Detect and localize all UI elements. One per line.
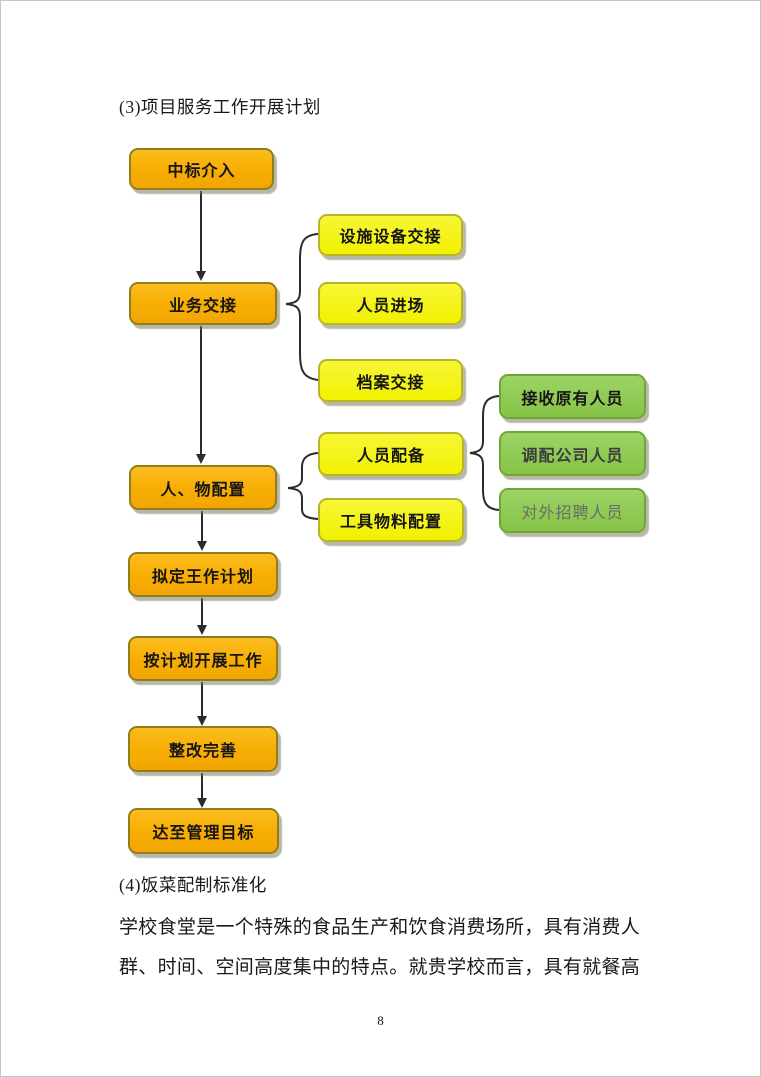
flow-node-jieshou-yuanyou-renyuan: 接收原有人员 xyxy=(499,374,646,419)
paragraph-line-2: 群、时间、空间高度集中的特点。就贵学校而言，具有就餐高 xyxy=(119,957,641,978)
flow-node-sheshi-shebei-jiaojie: 设施设备交接 xyxy=(318,214,463,256)
flow-node-dangan-jiaojie: 档案交接 xyxy=(318,359,463,402)
brace-yewu xyxy=(285,233,319,381)
section4-heading: (4)饭菜配制标准化 xyxy=(119,875,267,895)
flow-node-renyuan-jinchang: 人员进场 xyxy=(318,282,463,325)
flow-node-ren-wu-peizhi: 人、物配置 xyxy=(129,465,277,510)
flow-node-duiwai-zhaopin-renyuan: 对外招聘人员 xyxy=(499,488,646,533)
flow-node-niding-jihua: 拟定王作计划 xyxy=(128,552,278,597)
flow-node-dazhi-mubiao: 达至管理目标 xyxy=(128,808,279,854)
flow-node-zhongbiao-jieru: 中标介入 xyxy=(129,148,274,190)
flow-node-zhenggai-wanshan: 整改完善 xyxy=(128,726,278,772)
brace-renyuan xyxy=(469,395,500,511)
flow-node-renyuan-peibei: 人员配备 xyxy=(318,432,464,476)
page-number: 8 xyxy=(377,1013,384,1028)
flow-node-gongju-wuliao-peizhi: 工具物料配置 xyxy=(318,498,464,542)
arrowhead-n4 xyxy=(197,541,207,551)
section3-heading: (3)项目服务工作开展计划 xyxy=(119,97,321,117)
flow-node-diaopei-gongsi-renyuan: 调配公司人员 xyxy=(499,431,646,476)
arrowhead-n2 xyxy=(196,271,206,281)
flow-node-anjihua-kaizhan: 按计划开展工作 xyxy=(128,636,278,681)
arrowhead-n5 xyxy=(197,625,207,635)
arrowhead-n6 xyxy=(197,716,207,726)
arrowhead-n3 xyxy=(196,454,206,464)
paragraph-line-1: 学校食堂是一个特殊的食品生产和饮食消费场所，具有消费人 xyxy=(119,917,641,938)
brace-peizhi xyxy=(287,452,319,520)
arrowhead-n7 xyxy=(197,798,207,808)
flow-node-yewu-jiaojie: 业务交接 xyxy=(129,282,277,325)
